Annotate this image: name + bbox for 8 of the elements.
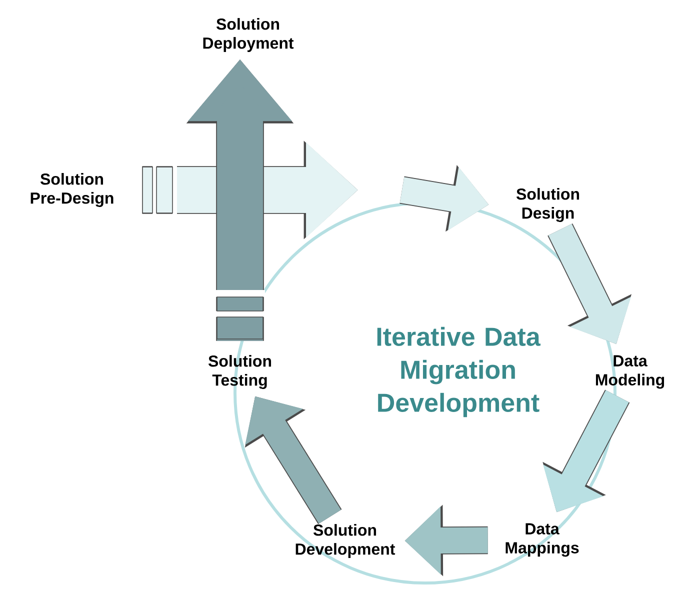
stage-label: Solution Deployment	[203, 18, 294, 52]
stage-label: Solution Development	[296, 524, 396, 558]
stage-label: Solution Pre-Design	[30, 173, 114, 207]
center-title: Iterative Data Migration Development	[377, 326, 541, 418]
stage-label: Solution Design	[516, 188, 580, 222]
stage-label: Data Modeling	[596, 355, 664, 389]
stage-label: Data Mappings	[506, 523, 579, 557]
stage-label: Solution Testing	[208, 355, 272, 389]
